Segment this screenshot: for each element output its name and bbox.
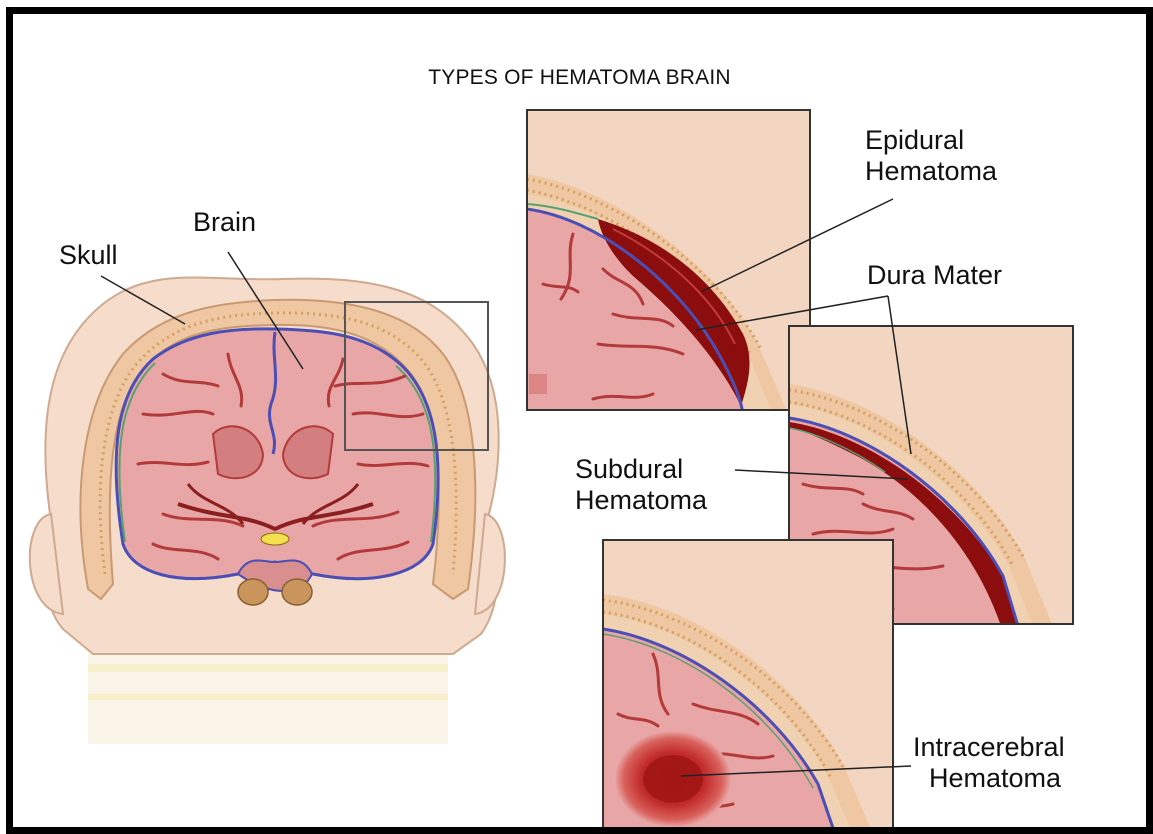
label-subdural-line2: Hematoma [575, 485, 707, 516]
intracerebral-panel [603, 540, 893, 827]
label-epidural-hematoma: Epidural Hematoma [865, 125, 997, 187]
label-intracerebral-hematoma: Intracerebral Hematoma [913, 732, 1065, 794]
label-subdural-hematoma: Subdural Hematoma [575, 454, 707, 516]
label-subdural-line1: Subdural [575, 454, 707, 485]
label-epidural-line1: Epidural [865, 125, 997, 156]
head-cross-section [30, 252, 505, 744]
label-intracerebral-line2: Hematoma [913, 763, 1065, 794]
label-epidural-line2: Hematoma [865, 156, 997, 187]
epidural-panel [527, 110, 810, 414]
diagram-title: TYPES OF HEMATOMA BRAIN [13, 66, 1146, 90]
diagram-frame: TYPES OF HEMATOMA BRAIN Skull Brain Epid… [6, 7, 1153, 834]
label-skull: Skull [59, 240, 118, 271]
label-brain: Brain [193, 207, 256, 238]
label-dura-mater: Dura Mater [867, 260, 1002, 291]
label-intracerebral-line1: Intracerebral [913, 732, 1065, 763]
